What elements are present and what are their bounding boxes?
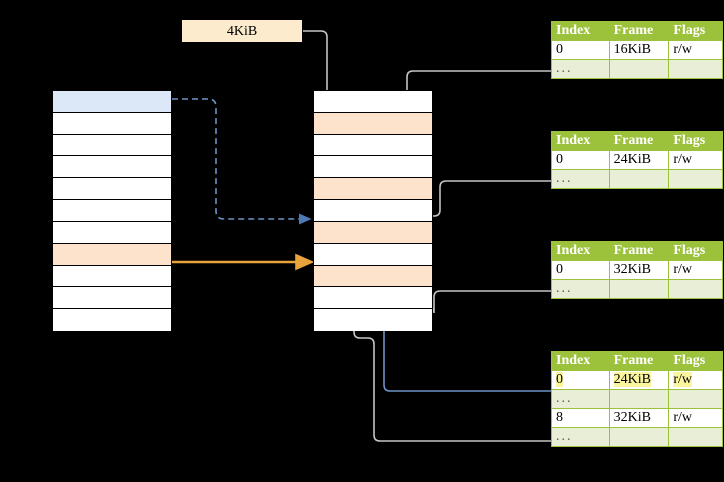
column-header-index: Index — [551, 241, 610, 261]
virtual-page-row-2 — [53, 134, 171, 157]
table-row[interactable]: ... — [551, 389, 723, 409]
cell-frame: 24KiB — [608, 370, 670, 390]
cell-flags: r/w — [668, 260, 723, 280]
virtual-address-space-column — [52, 90, 172, 331]
cell-index: ... — [551, 59, 610, 79]
column-header-index: Index — [551, 131, 610, 151]
virtual-page-row-9 — [53, 287, 171, 310]
virtual-page-row-8 — [53, 265, 171, 288]
highlight-mark: r/w — [673, 372, 692, 387]
cell-index: 0 — [551, 40, 610, 60]
wire-table1-to-frame — [401, 70, 551, 124]
column-header-index: Index — [551, 21, 610, 41]
cell-frame: 24KiB — [608, 150, 670, 170]
virtual-page-row-0 — [53, 91, 171, 113]
cell-index: 0 — [551, 150, 610, 170]
column-header-frame: Frame — [608, 131, 670, 151]
virtual-page-row-1 — [53, 112, 171, 135]
physical-frame-row-7 — [314, 243, 432, 266]
physical-frame-row-4 — [314, 178, 432, 201]
virtual-page-row-7 — [53, 243, 171, 266]
physical-frame-row-3 — [314, 156, 432, 179]
cell-index: ... — [551, 279, 610, 299]
column-header-flags: Flags — [668, 351, 723, 371]
column-header-frame: Frame — [608, 241, 670, 261]
cell-index: 0 — [551, 370, 610, 390]
physical-memory-column — [313, 90, 433, 331]
cell-flags — [668, 59, 723, 79]
column-header-frame: Frame — [608, 21, 670, 41]
virtual-page-row-5 — [53, 200, 171, 222]
cell-flags: r/w — [668, 408, 723, 428]
cell-flags: r/w — [668, 370, 723, 390]
physical-frame-row-8 — [314, 265, 432, 288]
cell-flags — [668, 389, 723, 409]
virtual-page-row-10 — [53, 309, 171, 331]
column-header-flags: Flags — [668, 131, 723, 151]
wire-table4-row0-to-frame — [378, 222, 551, 392]
cell-flags: r/w — [668, 40, 723, 60]
wire-table2-to-frame — [423, 180, 551, 217]
highlight-mark: 0 — [556, 372, 563, 387]
cell-frame: 32KiB — [608, 408, 670, 428]
physical-frame-row-1 — [314, 112, 432, 135]
cell-flags — [668, 427, 723, 447]
table-row[interactable]: ... — [551, 427, 723, 447]
physical-frame-row-6 — [314, 221, 432, 244]
wire-size-label-to-frame — [303, 30, 333, 124]
cell-frame — [608, 389, 670, 409]
wire-table4-row8-to-frame — [348, 264, 551, 442]
column-header-flags: Flags — [668, 21, 723, 41]
cell-flags — [668, 169, 723, 189]
virtual-page-row-4 — [53, 178, 171, 201]
cell-frame — [608, 59, 670, 79]
table-row[interactable]: ... — [551, 169, 723, 189]
column-header-index: Index — [551, 351, 610, 371]
cell-frame: 16KiB — [608, 40, 670, 60]
column-header-flags: Flags — [668, 241, 723, 261]
table-row[interactable]: ... — [551, 59, 723, 79]
table-row[interactable]: 0 24KiB r/w — [551, 370, 723, 390]
cell-index: ... — [551, 427, 610, 447]
cell-index: ... — [551, 389, 610, 409]
cell-frame — [608, 427, 670, 447]
wire-virtual-dashed — [172, 98, 312, 225]
physical-frame-row-9 — [314, 287, 432, 310]
cell-frame: 32KiB — [608, 260, 670, 280]
virtual-page-row-6 — [53, 221, 171, 244]
physical-frame-row-0 — [314, 91, 432, 113]
physical-frame-row-2 — [314, 134, 432, 157]
page-size-label: 4KiB — [182, 20, 302, 42]
column-header-frame: Frame — [608, 351, 670, 371]
cell-index: ... — [551, 169, 610, 189]
table-row[interactable]: ... — [551, 279, 723, 299]
physical-frame-row-5 — [314, 200, 432, 222]
cell-index: 8 — [551, 408, 610, 428]
virtual-page-row-3 — [53, 156, 171, 179]
cell-index: 0 — [551, 260, 610, 280]
physical-frame-row-10 — [314, 309, 432, 331]
highlight-mark: 24KiB — [613, 372, 651, 387]
cell-frame — [608, 279, 670, 299]
cell-flags — [668, 279, 723, 299]
cell-frame — [608, 169, 670, 189]
cell-flags: r/w — [668, 150, 723, 170]
